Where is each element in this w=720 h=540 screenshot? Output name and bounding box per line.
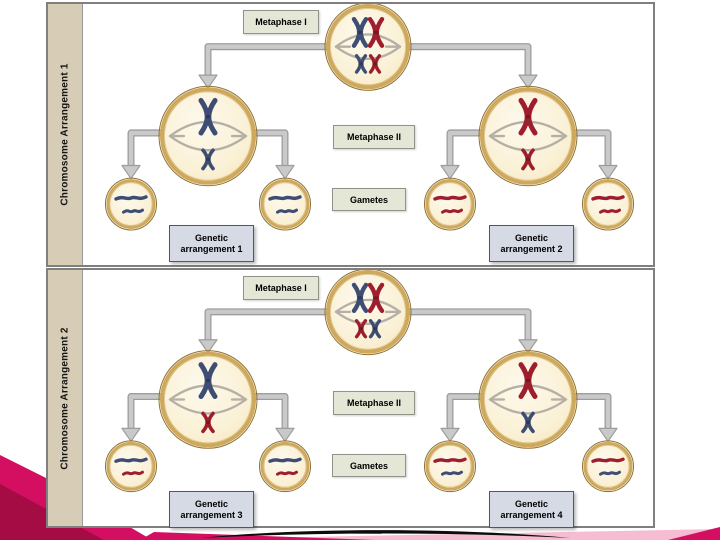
panel2-content: Metaphase I Metaphase II Gametes Genetic… xyxy=(83,270,653,528)
gamete-cell xyxy=(259,177,311,231)
genetic-arrangement-3-label: Genetic arrangement 3 xyxy=(169,491,254,528)
genetic-arrangement-2-label: Genetic arrangement 2 xyxy=(489,225,574,262)
panel1-sidebar: Chromosome Arrangement 1 xyxy=(48,4,83,265)
metaphase2-label: Metaphase II xyxy=(333,391,415,415)
arrow-down-icon xyxy=(275,164,295,180)
gamete-cell xyxy=(582,177,634,231)
metaphase2-label: Metaphase II xyxy=(333,125,415,149)
panel1-content: Metaphase I Metaphase II Gametes Genetic… xyxy=(83,4,653,265)
chromatid-red xyxy=(591,195,625,201)
chromatid-blue xyxy=(114,457,148,463)
chromatid-red xyxy=(433,195,467,201)
chromatid-red xyxy=(599,208,621,214)
gamete-cell xyxy=(582,440,634,493)
panel2-sidebar-label: Chromosome Arrangement 2 xyxy=(59,326,71,470)
gamete-cell xyxy=(259,440,311,493)
chromatid-red xyxy=(591,457,625,463)
ribbon-black-swoosh xyxy=(200,530,570,538)
gamete-cell xyxy=(105,177,157,231)
arrow-down-icon xyxy=(275,427,295,442)
decoration-bottom-ribbon xyxy=(140,527,720,540)
ribbon-magenta-sliver xyxy=(140,532,375,540)
arrow-down-icon xyxy=(440,427,460,442)
arrow-down-icon xyxy=(198,339,218,354)
chromatid-red xyxy=(122,470,144,476)
gametes-label: Gametes xyxy=(332,454,406,477)
metaphase1-cell xyxy=(324,270,412,356)
panel2-meiosis-diagram xyxy=(105,270,634,493)
chromatid-red xyxy=(276,470,298,476)
arrow-down-icon xyxy=(598,164,618,180)
metaphase1-label: Metaphase I xyxy=(243,276,319,300)
panel1-meiosis-diagram xyxy=(105,4,634,231)
gamete-cell xyxy=(105,440,157,493)
metaphase1-cell xyxy=(324,4,412,91)
panel1-sidebar-label: Chromosome Arrangement 1 xyxy=(59,63,71,206)
gamete-cell xyxy=(424,440,476,493)
chromatid-blue xyxy=(268,195,302,201)
chromatid-blue xyxy=(599,470,621,476)
gametes-label: Gametes xyxy=(332,188,406,211)
chromatid-blue xyxy=(441,470,463,476)
arrow-down-icon xyxy=(518,339,538,354)
metaphase2-cell xyxy=(158,85,258,187)
panel2-sidebar: Chromosome Arrangement 2 xyxy=(48,270,83,526)
arrow-down-icon xyxy=(518,74,538,89)
metaphase2-cell xyxy=(158,350,258,449)
chromatid-blue xyxy=(276,208,298,214)
metaphase2-cell xyxy=(478,85,578,187)
ribbon-magenta-corner xyxy=(668,527,720,540)
arrow-down-icon xyxy=(440,164,460,180)
genetic-arrangement-4-label: Genetic arrangement 4 xyxy=(489,491,574,528)
genetic-arrangement-1-label: Genetic arrangement 1 xyxy=(169,225,254,262)
gamete-cell xyxy=(424,177,476,231)
chromatid-blue xyxy=(114,195,148,201)
metaphase2-cell xyxy=(478,350,578,449)
arrow-down-icon xyxy=(121,164,141,180)
metaphase1-label: Metaphase I xyxy=(243,10,319,34)
arrow-down-icon xyxy=(598,427,618,442)
arrow-down-icon xyxy=(198,74,218,89)
panel-chromosome-arrangement-1: Chromosome Arrangement 1 Metaphase I Met… xyxy=(46,2,655,267)
chromatid-red xyxy=(433,457,467,463)
chromatid-blue xyxy=(268,457,302,463)
arrow-down-icon xyxy=(121,427,141,442)
panel-chromosome-arrangement-2: Chromosome Arrangement 2 Metaphase I Met… xyxy=(46,268,655,528)
chromatid-red xyxy=(441,208,463,214)
chromatid-blue xyxy=(122,208,144,214)
